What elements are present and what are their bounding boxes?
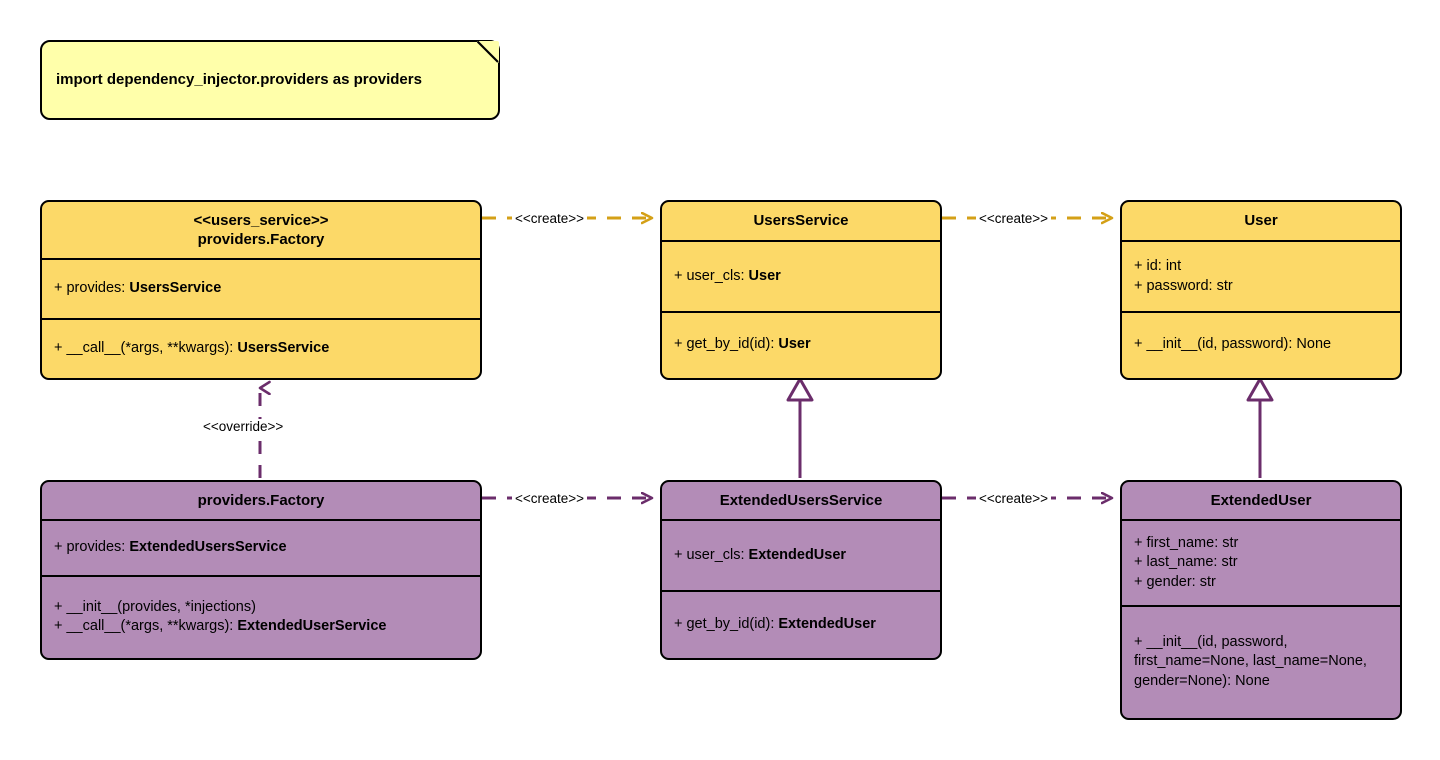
class-name: ExtendedUsersService xyxy=(719,491,883,509)
methods-compartment: + __init__(id, password): None xyxy=(1122,311,1400,377)
attributes-compartment: + provides: UsersService xyxy=(42,258,480,318)
attribute-row: + id: int xyxy=(1134,258,1182,275)
class-header: providers.Factory xyxy=(42,482,480,519)
edge-label-create-bottom-left: <<create>> xyxy=(512,491,588,507)
attributes-compartment: + id: int + password: str xyxy=(1122,240,1400,311)
method-type: UsersService xyxy=(237,339,330,356)
class-users-service-factory[interactable]: <<users_service>> providers.Factory + pr… xyxy=(40,200,482,380)
class-header: UsersService xyxy=(662,202,940,240)
edge-generalization-user xyxy=(1246,377,1274,478)
method-row: + __init__(id, password, first_name=None… xyxy=(1134,634,1367,689)
method-row: + __call__(*args, **kwargs): ExtendedUse… xyxy=(54,617,468,636)
attribute-row: + first_name: str xyxy=(1134,535,1239,552)
method-row: + get_by_id(id): ExtendedUser xyxy=(674,615,928,634)
class-header: ExtendedUsersService xyxy=(662,482,940,519)
class-extended-factory[interactable]: providers.Factory + provides: ExtendedUs… xyxy=(40,480,482,660)
attribute-type: User xyxy=(748,267,781,284)
class-header: User xyxy=(1122,202,1400,240)
import-note-text: import dependency_injector.providers as … xyxy=(56,71,422,89)
attributes-compartment: + first_name: str + last_name: str + gen… xyxy=(1122,519,1400,605)
class-header: ExtendedUser xyxy=(1122,482,1400,519)
method-row: + get_by_id(id): User xyxy=(674,335,928,354)
method-label: + get_by_id(id): xyxy=(674,336,779,353)
class-name: User xyxy=(1244,212,1278,230)
attribute-row: + last_name: str xyxy=(1134,554,1238,571)
attribute-row: + password: str xyxy=(1134,277,1233,294)
attributes-compartment: + user_cls: User xyxy=(662,240,940,311)
import-note: import dependency_injector.providers as … xyxy=(40,40,500,120)
methods-compartment: + get_by_id(id): ExtendedUser xyxy=(662,590,940,657)
method-type: User xyxy=(778,336,811,353)
class-extended-users-service[interactable]: ExtendedUsersService + user_cls: Extende… xyxy=(660,480,942,660)
attribute-label: + user_cls: xyxy=(674,546,749,563)
class-name: ExtendedUser xyxy=(1210,491,1312,509)
edge-generalization-service xyxy=(786,377,814,478)
class-extended-user[interactable]: ExtendedUser + first_name: str + last_na… xyxy=(1120,480,1402,720)
attribute-row: + gender: str xyxy=(1134,573,1216,590)
attribute-label: + provides: xyxy=(54,539,130,556)
class-users-service[interactable]: UsersService + user_cls: User + get_by_i… xyxy=(660,200,942,380)
note-fold-corner xyxy=(477,41,499,63)
methods-compartment: + __init__(provides, *injections) + __ca… xyxy=(42,575,480,657)
edge-label-create-bottom-right: <<create>> xyxy=(976,491,1052,507)
method-label: + get_by_id(id): xyxy=(674,615,779,632)
attribute-row: + provides: UsersService xyxy=(54,279,468,298)
methods-compartment: + __call__(*args, **kwargs): UsersServic… xyxy=(42,318,480,377)
attributes-compartment: + provides: ExtendedUsersService xyxy=(42,519,480,575)
class-name: providers.Factory xyxy=(197,231,325,248)
methods-compartment: + get_by_id(id): User xyxy=(662,311,940,377)
edge-label-create-top-left: <<create>> xyxy=(512,211,588,227)
edge-label-create-top-right: <<create>> xyxy=(976,211,1052,227)
edge-label-override: <<override>> xyxy=(200,419,287,435)
attribute-row: + user_cls: ExtendedUser xyxy=(674,546,928,565)
method-row: + __init__(id, password): None xyxy=(1134,336,1332,353)
attributes-compartment: + user_cls: ExtendedUser xyxy=(662,519,940,590)
method-label: + __call__(*args, **kwargs): xyxy=(54,339,238,356)
attribute-type: UsersService xyxy=(129,280,222,297)
attribute-row: + provides: ExtendedUsersService xyxy=(54,538,468,557)
method-type: ExtendedUser xyxy=(778,615,876,632)
class-user[interactable]: User + id: int + password: str + __init_… xyxy=(1120,200,1402,380)
class-header: <<users_service>> providers.Factory xyxy=(42,202,480,258)
attribute-label: + provides: xyxy=(54,280,130,297)
class-name: providers.Factory xyxy=(197,491,325,509)
attribute-row: + user_cls: User xyxy=(674,267,928,286)
method-label: + __call__(*args, **kwargs): xyxy=(54,618,238,634)
method-type: ExtendedUserService xyxy=(237,618,387,634)
attribute-type: ExtendedUser xyxy=(748,546,847,563)
attribute-type: ExtendedUsersService xyxy=(129,539,287,556)
attribute-label: + user_cls: xyxy=(674,267,749,284)
method-row: + __call__(*args, **kwargs): UsersServic… xyxy=(54,339,468,358)
method-row: + __init__(provides, *injections) xyxy=(54,598,256,615)
class-stereotype: <<users_service>> xyxy=(193,211,329,229)
class-name: UsersService xyxy=(753,212,849,230)
methods-compartment: + __init__(id, password, first_name=None… xyxy=(1122,605,1400,717)
